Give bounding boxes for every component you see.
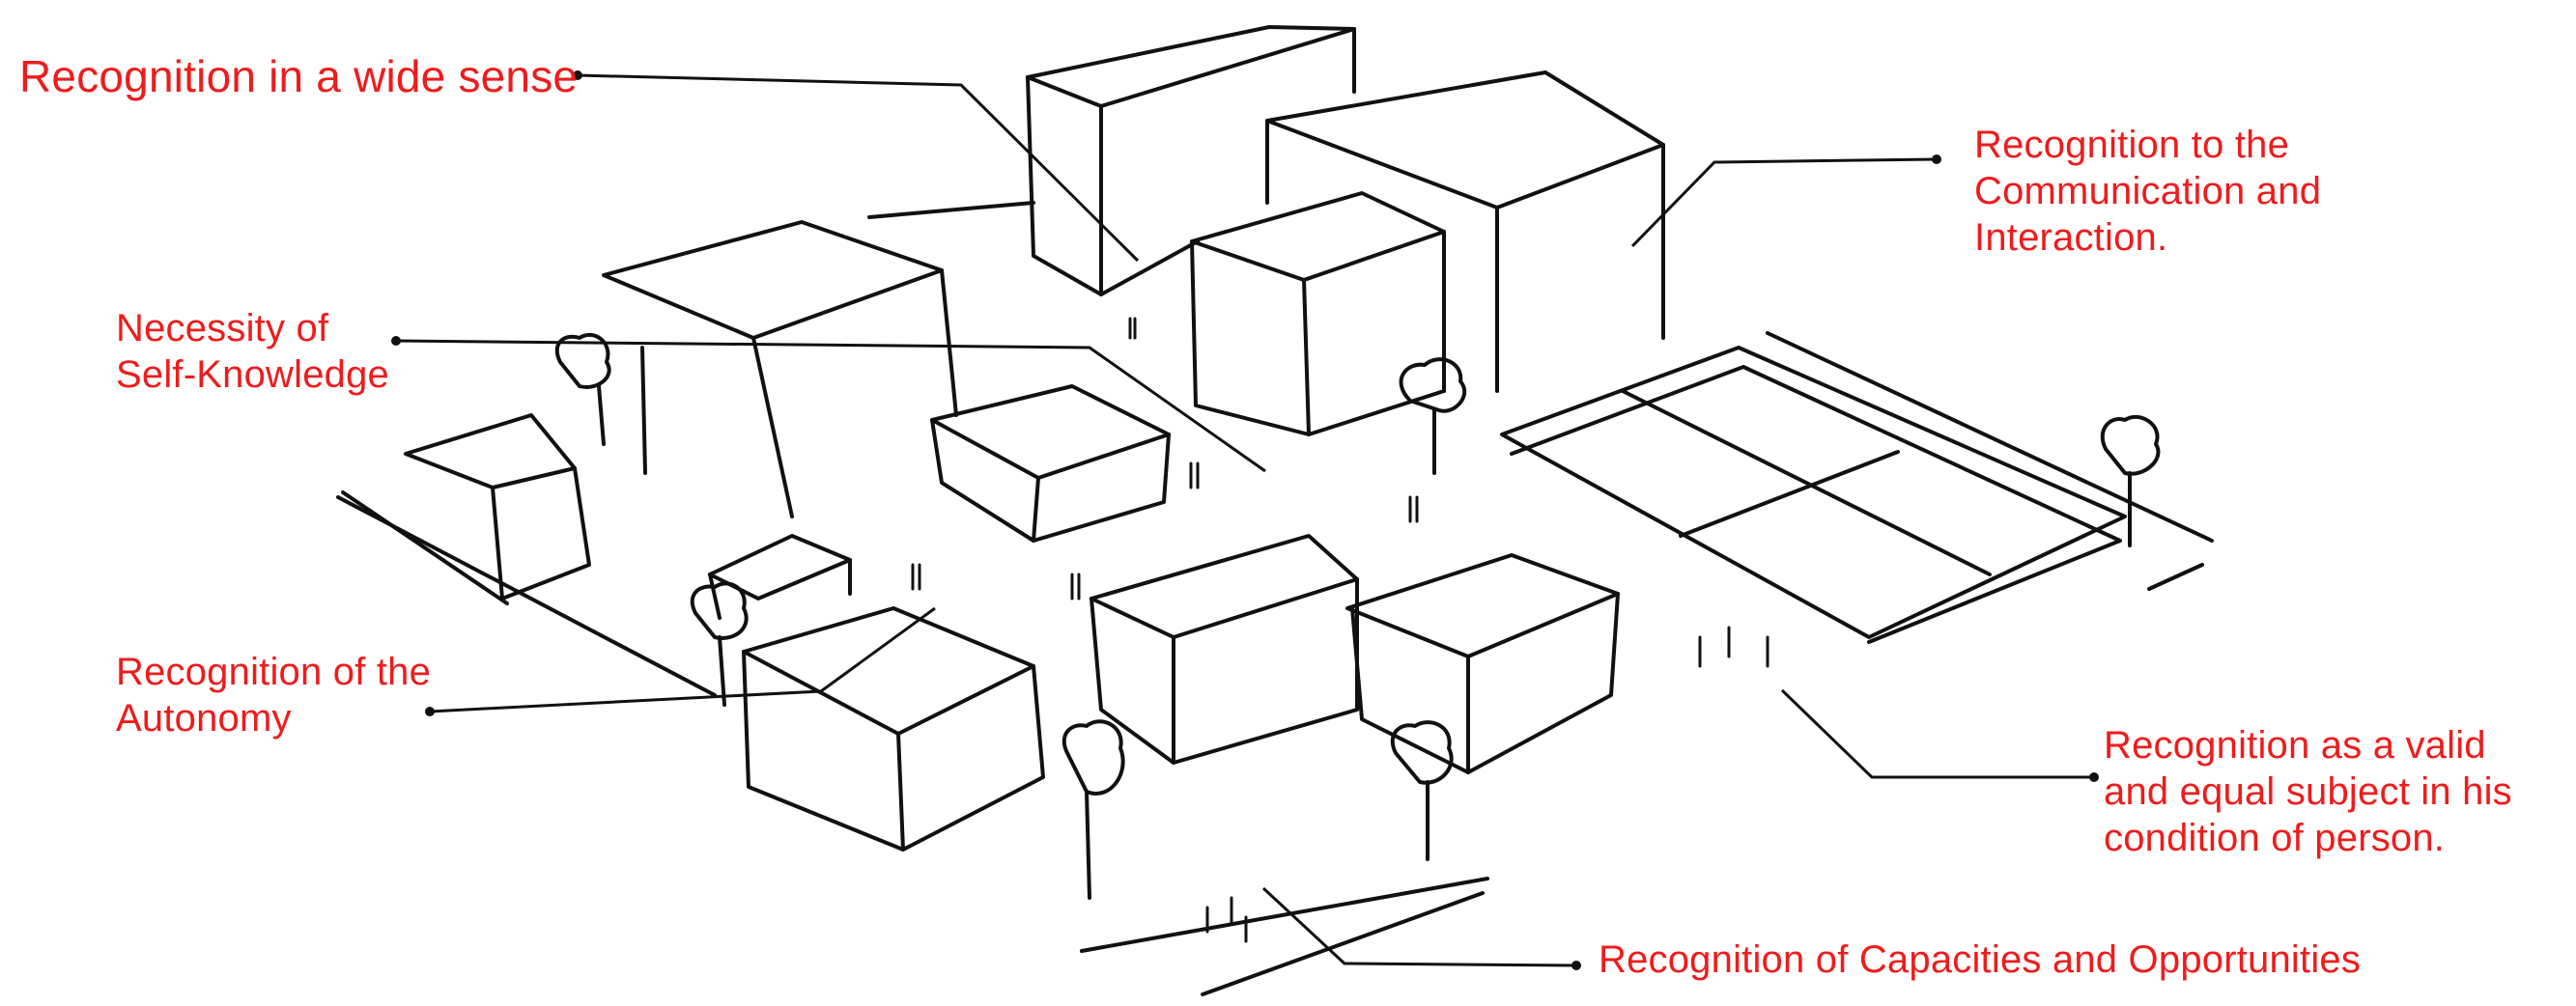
label-communication-line-3: Interaction. [1974,216,2168,259]
tower-building [1026,25,1356,296]
flat-left-building [602,220,958,518]
label-wide-sense: Recognition in a wide sense [19,51,579,101]
label-communication-line-2: Communication and [1974,170,2322,212]
label-communication-line-1: Recognition to the [1974,124,2290,166]
leader-dots [391,70,2099,970]
lower-center-building [1090,534,1359,765]
label-autonomy: Recognition of the Autonomy [116,649,431,741]
middle-building [1190,191,1446,436]
leader-lines [395,73,2094,967]
people [911,317,1769,943]
center-building [930,384,1171,543]
label-autonomy-line-1: Recognition of the [116,651,432,693]
small-lower-building [708,534,852,620]
label-self-knowledge: Necessity of Self-Knowledge [116,305,389,398]
label-capacities: Recognition of Capacities and Opportunit… [1599,938,2362,981]
label-valid-subject: Recognition as a valid and equal subject… [2104,722,2512,861]
label-valid-subject-line-3: condition of person. [2104,817,2446,859]
lower-left-building [742,606,1045,852]
lower-right-building [1345,553,1620,774]
street-lines [867,201,1489,996]
label-self-knowledge-line-1: Necessity of [116,307,329,349]
label-valid-subject-line-1: Recognition as a valid [2104,724,2486,767]
label-self-knowledge-line-2: Self-Knowledge [116,353,389,396]
label-communication: Recognition to the Communication and Int… [1974,122,2321,261]
trees [554,332,2161,900]
large-right-building [1265,70,1665,393]
label-autonomy-line-2: Autonomy [116,697,292,740]
plaza [1500,331,2214,644]
label-valid-subject-line-2: and equal subject in his [2104,770,2512,813]
small-left-building [336,413,717,697]
